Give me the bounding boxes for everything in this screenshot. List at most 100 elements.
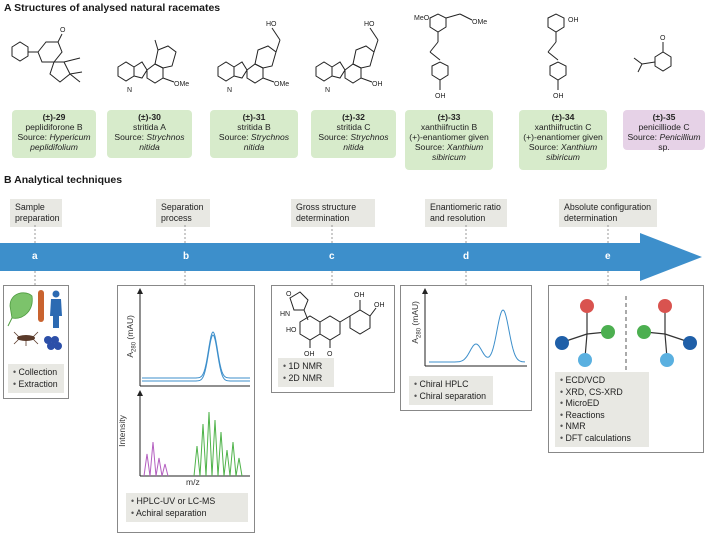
atom-lightblue-left (578, 353, 592, 367)
bullet-item: ECD/VCD (560, 375, 644, 387)
flavonoid-oh-bottom: OH (304, 351, 315, 358)
bullet-item: Collection (13, 367, 59, 379)
source-label: Source: (414, 142, 445, 152)
bullet-item: HPLC-UV or LC-MS (131, 496, 243, 508)
structure-35-o: O (660, 35, 666, 42)
flavonoid-o-top: O (286, 291, 292, 298)
step-title-line2: process (161, 213, 192, 223)
section-a-letter: A (4, 2, 12, 14)
source-name: Xanthium sibiricum (432, 142, 484, 162)
compound-card-29: (±)-29 peplidiforone B Source: Hypericum… (12, 110, 96, 158)
hplc-y-label: A280 (mAU) (125, 315, 138, 358)
structure-33-meo: MeO (414, 15, 430, 22)
compound-id: (±)-29 (42, 112, 66, 122)
structures-drawing: N N N OMe OMe OH HO HO O OMe MeO OH OH O… (11, 13, 672, 100)
compound-card-34: (±)-34 xanthiifructin C (+)-enantiomer g… (519, 110, 607, 170)
step-title-line1: Sample (15, 202, 45, 212)
compound-name: penicilliode C (638, 122, 690, 132)
structure-31-ome: OMe (274, 81, 289, 88)
bullet-item: XRD, CS-XRD (560, 387, 644, 399)
source-name: Penicillium (659, 132, 701, 142)
fungus-icon (38, 290, 44, 322)
panel-d-bullets: Chiral HPLC Chiral separation (409, 376, 493, 405)
panel-enantiomeric-ratio: A280 (mAU) Chiral HPLC Chiral separation (400, 285, 532, 411)
source-label: Source: (627, 132, 658, 142)
enantiomer-models (555, 296, 697, 370)
panel-gross-structure: O HN HO OH O OH OH 1D NMR 2D NMR (271, 285, 395, 393)
chiral-trace (429, 309, 525, 363)
panel-e-bullets: ECD/VCD XRD, CS-XRD MicroED Reactions NM… (555, 372, 649, 447)
ms-y-label: Intensity (116, 415, 127, 447)
step-title-line1: Gross structure (296, 202, 357, 212)
bullet-item: Chiral HPLC (414, 379, 488, 391)
hplc-trace (142, 331, 250, 379)
leaf-stem (7, 317, 13, 327)
flavonoid-structure: O HN HO OH O OH OH (280, 291, 385, 358)
source-name: Strychnos nitida (243, 132, 290, 152)
compound-name: stritida A (133, 122, 166, 132)
step-title-line2: determination (564, 213, 618, 223)
chiral-y-label: A280 (mAU) (410, 301, 423, 344)
atom-red-left (580, 299, 594, 313)
panel-b-bullets: HPLC-UV or LC-MS Achiral separation (126, 493, 248, 522)
flavonoid-oh-2: OH (374, 302, 385, 309)
ylabel-unit: (mAU) (409, 301, 420, 326)
atom-green-left (601, 325, 615, 339)
atom-red-right (658, 299, 672, 313)
panel-sample-preparation: Collection Extraction (3, 285, 69, 399)
structure-33-ome: OMe (472, 19, 487, 26)
compound-name: xanthiifructin C (534, 122, 592, 132)
compound-name: peplidiforone B (25, 122, 83, 132)
bullet-item: Reactions (560, 410, 644, 422)
structure-32-nh: N (325, 87, 330, 94)
flavonoid-hn: HN (280, 311, 290, 318)
source-label: Source: (114, 132, 144, 142)
panel-separation-process: A280 (mAU) Intensity m/z HPLC-UV or LC-M… (117, 285, 255, 533)
enantiomer-note: (+)-enantiomer given (523, 132, 603, 142)
source-name: Xanthium sibiricum (546, 142, 598, 162)
structure-29-o: O (60, 27, 66, 34)
structure-30-nh: N (127, 87, 132, 94)
structure-33-oh: OH (435, 93, 446, 100)
chiral-y-arrow (422, 288, 428, 294)
section-a-heading: Structures of analysed natural racemates (14, 2, 221, 14)
compound-card-30: (±)-30 stritida A Source: Strychnos niti… (107, 110, 192, 158)
section-b-letter: B (4, 174, 12, 186)
bullet-item: Chiral separation (414, 391, 488, 403)
panel-a-bullets: Collection Extraction (8, 364, 64, 393)
section-b-title: B Analytical techniques (4, 174, 122, 186)
sample-icons (7, 290, 62, 350)
leaf-icon (9, 292, 33, 319)
compound-card-35: (±)-35 penicilliode C Source: Penicilliu… (623, 110, 705, 152)
compound-card-33: (±)-33 xanthiifructin B (+)-enantiomer g… (405, 110, 493, 170)
step-title-line1: Absolute configuration (564, 202, 652, 212)
ylabel-sub: 280 (131, 341, 138, 352)
source-label: Source: (318, 132, 348, 142)
structure-30-ome: OMe (174, 81, 189, 88)
separation-charts (137, 288, 250, 477)
step-title-line2: preparation (15, 213, 60, 223)
source-name: Hypericum peplidifolium (30, 132, 91, 152)
bullet-item: Extraction (13, 379, 59, 391)
step-title-line1: Separation (161, 202, 204, 212)
section-b-heading: Analytical techniques (14, 174, 123, 186)
ms-peaks (143, 411, 243, 477)
step-letter-e: e (605, 251, 611, 262)
step-letter-c: c (329, 251, 335, 262)
enantiomer-note: (+)-enantiomer given (409, 132, 489, 142)
ms-x-label: m/z (186, 477, 200, 487)
hplc-y-arrow (137, 288, 143, 294)
hplc-trace-2 (142, 334, 250, 382)
bullet-item: Achiral separation (131, 508, 243, 520)
structure-31 (217, 27, 281, 84)
structure-32-oh: OH (372, 81, 383, 88)
source-suffix: sp. (658, 142, 670, 152)
ylabel-sub: 280 (416, 327, 423, 338)
step-letter-a: a (32, 251, 38, 262)
ylabel-letter: A (124, 351, 135, 358)
source-label: Source: (17, 132, 48, 142)
source-label: Source: (528, 142, 559, 152)
